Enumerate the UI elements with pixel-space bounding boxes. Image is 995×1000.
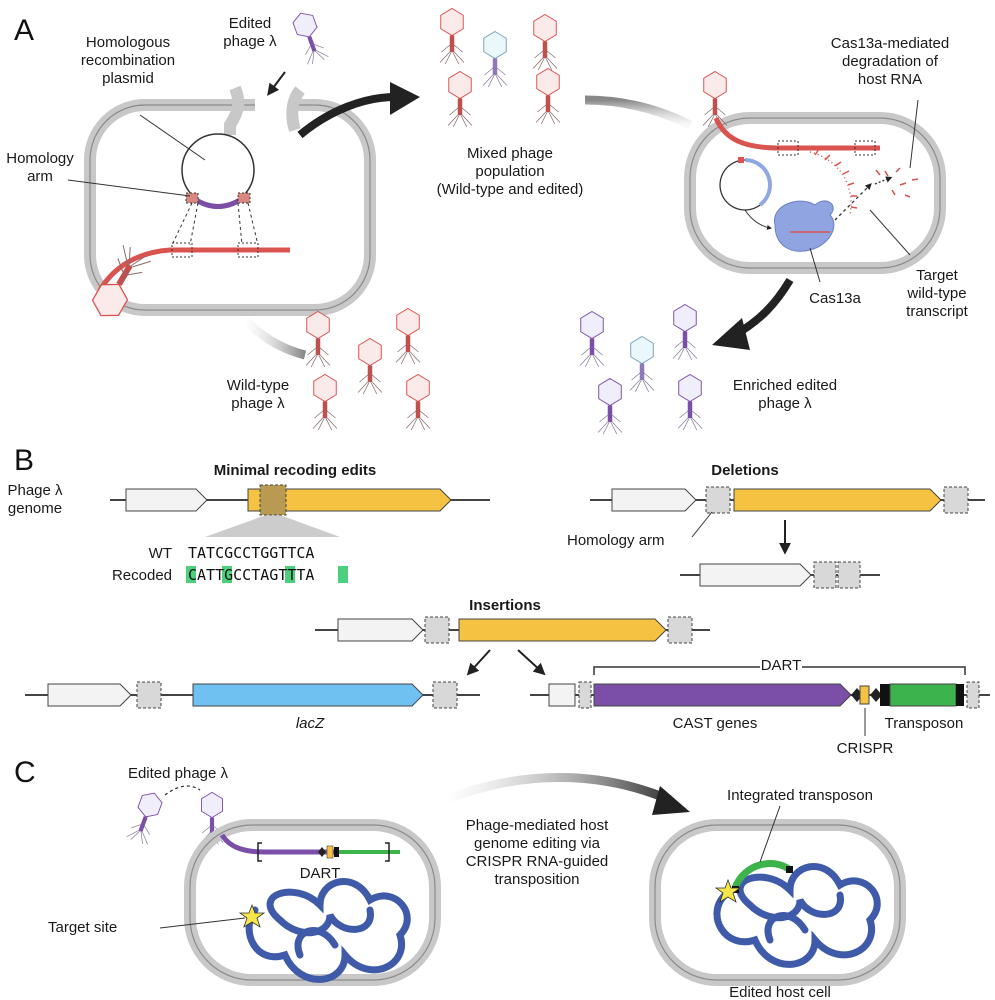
deletions-title: Deletions bbox=[711, 462, 779, 479]
cas13a-label: Cas13a bbox=[809, 290, 861, 307]
recoded-sequence: CATTGCCTAGTTTA bbox=[188, 566, 314, 584]
chromosome-right bbox=[713, 863, 881, 968]
panel-c-label: C bbox=[14, 756, 36, 789]
cas13a-icon bbox=[774, 200, 835, 252]
dart-track bbox=[530, 681, 990, 709]
homology-arm-b-label: Homology arm bbox=[567, 532, 665, 549]
wt-label: WT bbox=[149, 545, 172, 562]
recoding-track bbox=[110, 484, 490, 537]
insertions-title: Insertions bbox=[469, 597, 541, 614]
arrow-icon bbox=[267, 71, 286, 96]
dart-label-bg: DART bbox=[761, 657, 802, 674]
edited-phage-c-label: Edited phage λ bbox=[128, 765, 229, 782]
crispr-label: CRISPR bbox=[837, 740, 894, 757]
star-icon bbox=[714, 878, 742, 903]
panel-b-label: B bbox=[14, 444, 34, 477]
chromosome-left bbox=[245, 878, 411, 983]
recoded-highlights bbox=[186, 566, 348, 583]
deletions-result-track bbox=[680, 561, 880, 589]
insertions-track bbox=[315, 616, 710, 644]
deletions-track bbox=[590, 486, 985, 514]
transposon-label: Transposon bbox=[885, 715, 964, 732]
star-icon bbox=[238, 903, 266, 928]
enriched-phages bbox=[579, 304, 703, 435]
lacz-label: lacZ bbox=[296, 715, 325, 732]
host-cell-c-right bbox=[649, 819, 906, 986]
plasmid-icon bbox=[719, 159, 761, 211]
lacz-track bbox=[25, 681, 480, 709]
wild-type-phages bbox=[305, 308, 431, 431]
mixed-phage-population bbox=[439, 8, 561, 128]
recoding-title: Minimal recoding edits bbox=[214, 462, 377, 479]
target-site-label: Target site bbox=[48, 919, 117, 936]
integrated-transposon-label: Integrated transposon bbox=[727, 787, 873, 804]
cast-label: CAST genes bbox=[673, 715, 758, 732]
edited-cell-label: Edited host cell bbox=[729, 984, 831, 1000]
panel-a-label: A bbox=[14, 14, 34, 47]
wt-sequence: TATCGCCTGGTTCA bbox=[188, 544, 314, 562]
host-cell-right bbox=[684, 112, 946, 274]
host-cell-left bbox=[84, 85, 376, 316]
arrow-icon bbox=[297, 93, 396, 139]
dart-c-label: DART bbox=[300, 865, 341, 882]
recoded-label: Recoded bbox=[112, 567, 172, 584]
